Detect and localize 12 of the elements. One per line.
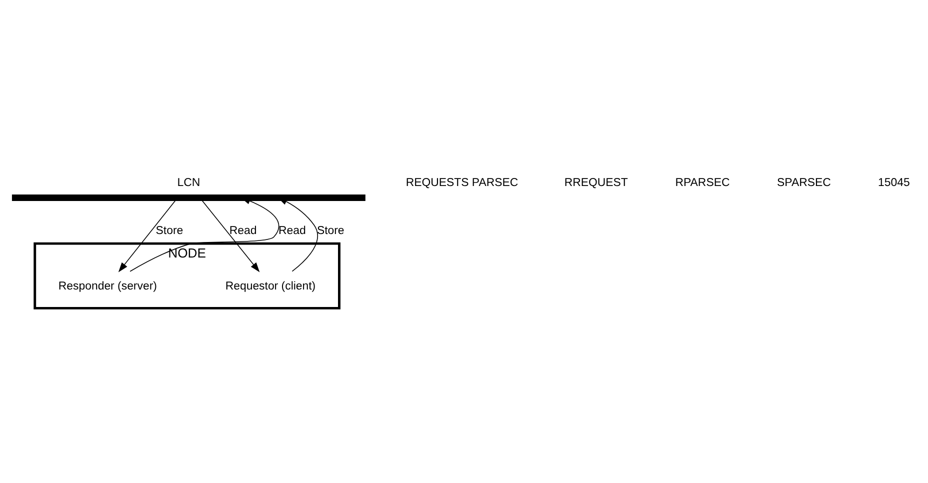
label: SPARSEC xyxy=(777,177,831,190)
edge-label: Store xyxy=(156,224,184,237)
edge-label: Read xyxy=(278,224,306,237)
node-text: Responder (server) xyxy=(58,280,157,293)
label: RPARSEC xyxy=(675,177,730,190)
label: REQUESTS PARSEC xyxy=(406,177,518,190)
edge-label: Read xyxy=(229,224,257,237)
label: RREQUEST xyxy=(564,177,628,190)
edge-label: Store xyxy=(316,224,344,237)
node-text: Requestor (client) xyxy=(225,280,316,293)
label: 15045 xyxy=(878,177,910,190)
node-text: LCN xyxy=(177,177,200,190)
